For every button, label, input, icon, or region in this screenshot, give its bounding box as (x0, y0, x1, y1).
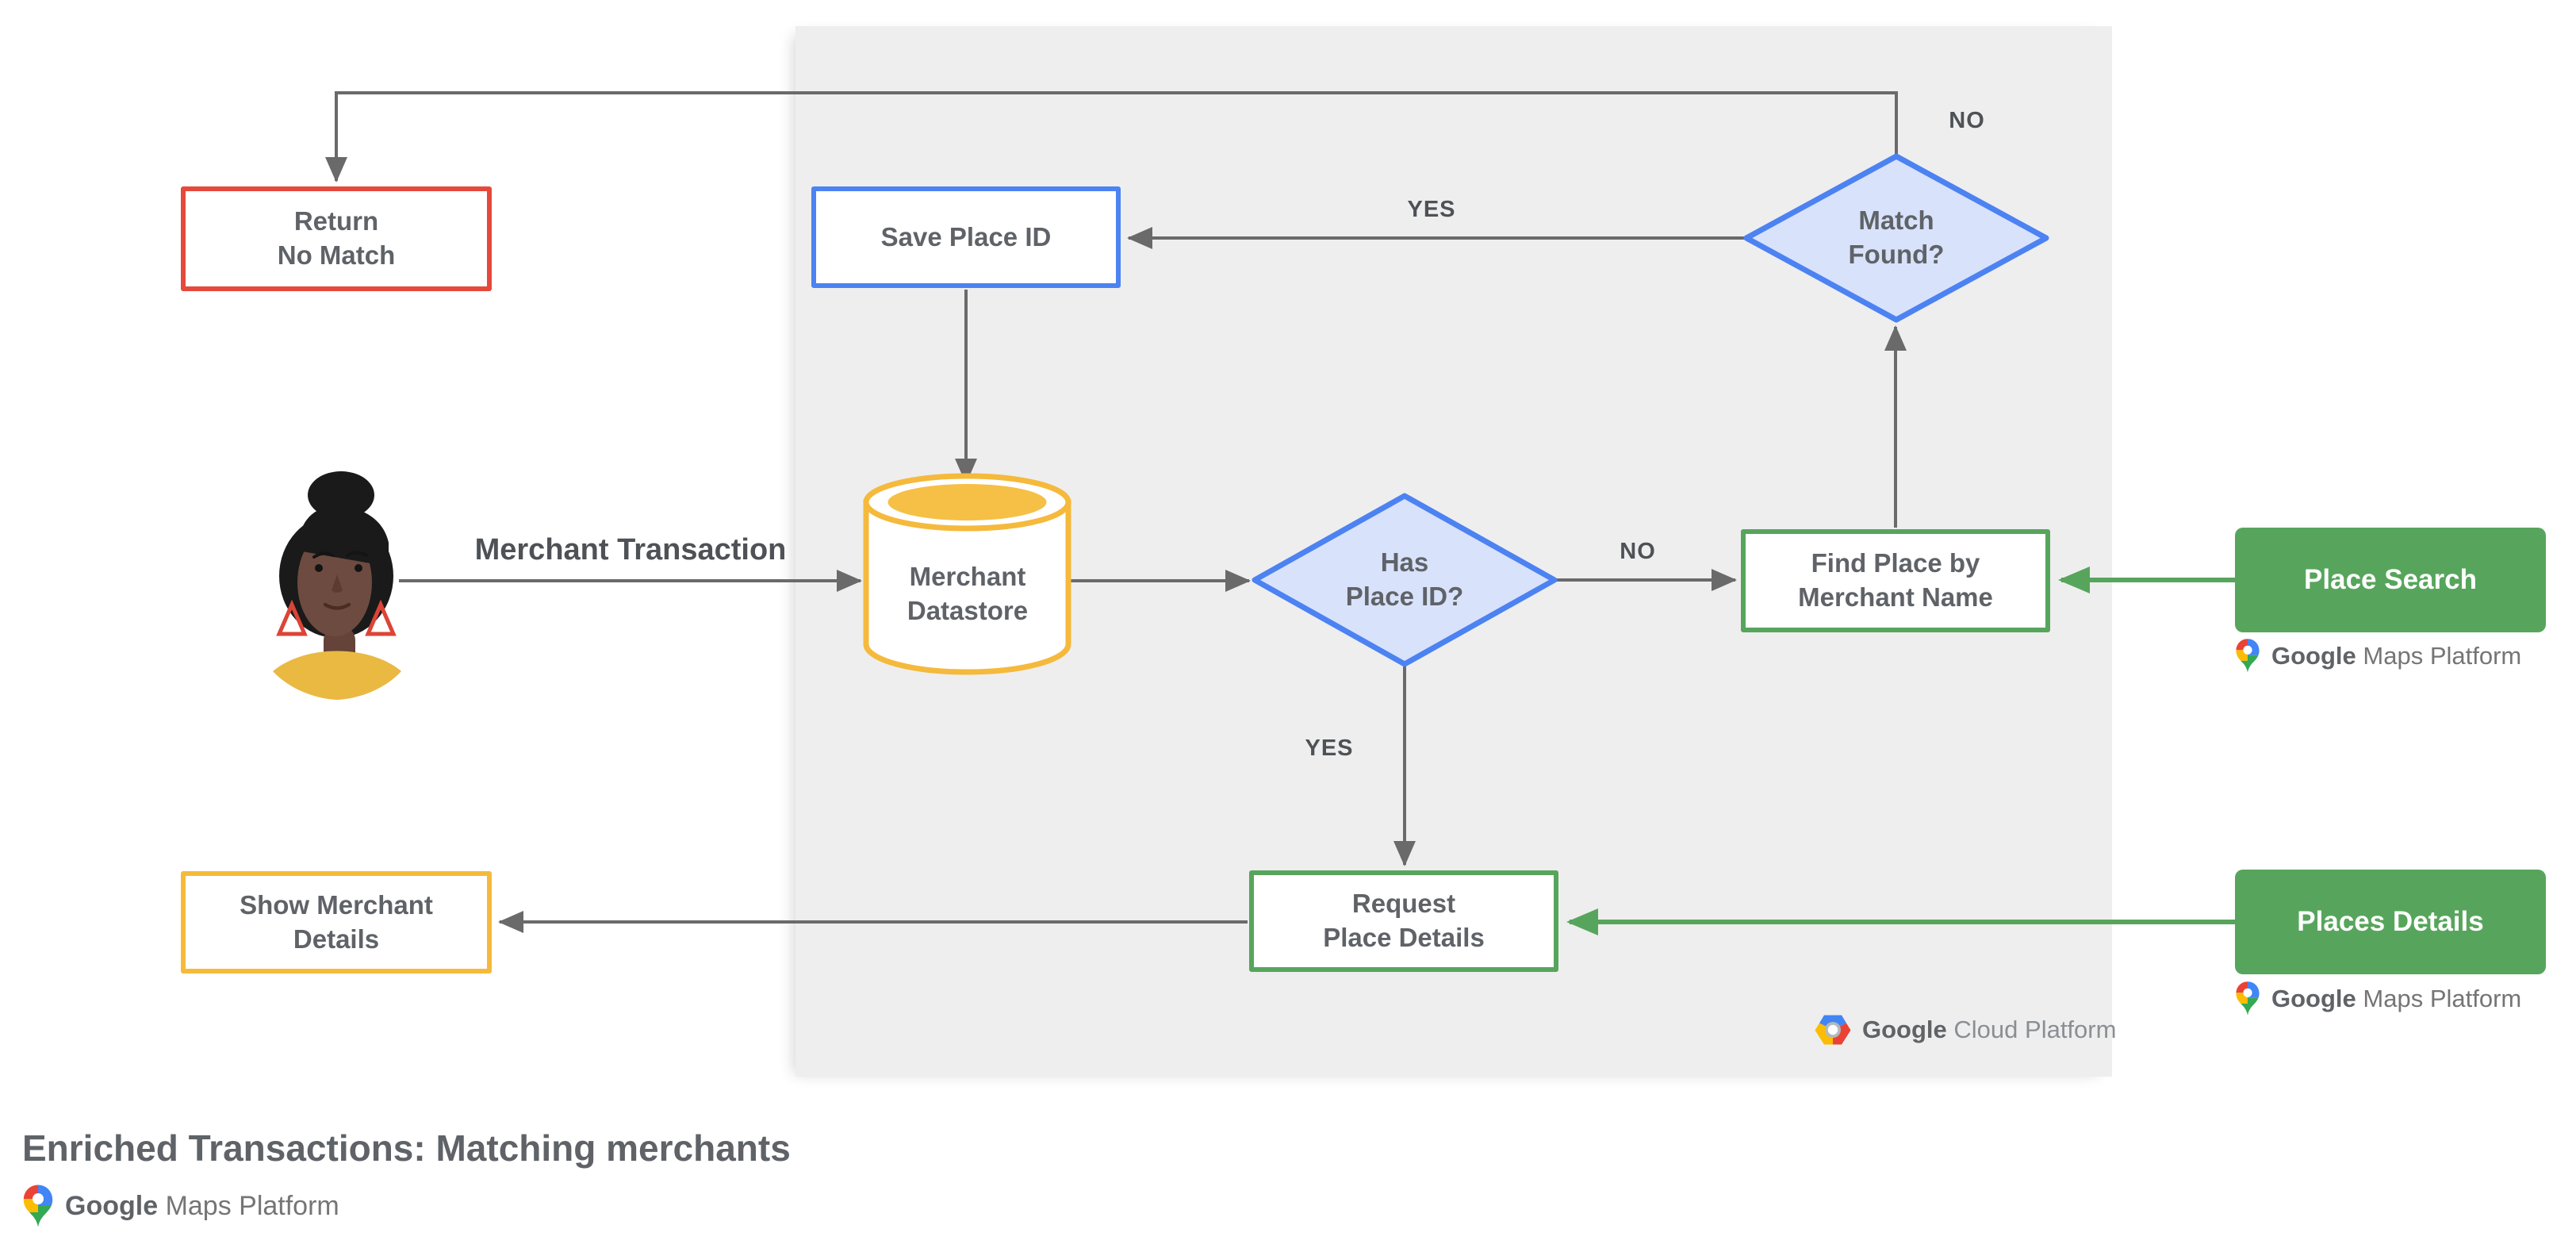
edge-label-yes-top: YES (1407, 197, 1456, 222)
node-label: Return (293, 206, 379, 236)
gmp-logo-place-search: Google Maps Platform (2235, 638, 2521, 674)
edge-label-yes-mid: YES (1305, 735, 1354, 761)
node-place-search-api: Place Search (2235, 528, 2546, 632)
edge-no-to-return (325, 91, 1898, 182)
node-label: Show Merchant (240, 889, 433, 920)
gcp-logo: Google Cloud Platform (1815, 1014, 2116, 1046)
has-place-id-label: Has Place ID? (1345, 547, 1464, 611)
gmp-logo-footer: Google Maps Platform (22, 1184, 339, 1228)
edge-label-no-top: NO (1949, 108, 1985, 133)
node-label: Details (293, 924, 380, 954)
node-places-details-api: Places Details (2235, 870, 2546, 974)
earring-right (365, 599, 397, 636)
node-label: Places Details (2297, 906, 2484, 938)
node-label: Place Details (1323, 923, 1485, 952)
node-label: Request (1351, 889, 1456, 919)
node-has-place-id-diamond (1252, 493, 1558, 667)
google-maps-pin-icon (2235, 638, 2260, 674)
node-show-merchant-details: Show Merchant Details (181, 871, 492, 974)
edge-label-no-mid: NO (1620, 539, 1656, 564)
user-avatar (273, 471, 401, 700)
node-match-found-diamond (1743, 153, 2049, 323)
node-merchant-datastore-cylinder (863, 473, 1071, 675)
google-maps-pin-icon (22, 1184, 54, 1228)
node-return-no-match: Return No Match (181, 186, 492, 291)
node-save-place-id: Save Place ID (811, 186, 1121, 288)
node-label: No Match (277, 240, 396, 270)
node-label: Find Place by (1811, 548, 1980, 578)
node-label: Place Search (2304, 564, 2477, 596)
page-title: Enriched Transactions: Matching merchant… (22, 1127, 791, 1169)
google-cloud-hexagon-icon (1815, 1014, 1851, 1046)
merchant-datastore-label: Merchant Datastore (907, 562, 1029, 625)
node-label: Save Place ID (880, 221, 1052, 252)
google-maps-pin-icon (2235, 981, 2260, 1016)
edge-label-merchant-transaction: Merchant Transaction (474, 533, 787, 566)
node-label: Merchant Name (1798, 582, 1993, 612)
match-found-label: Match Found? (1848, 205, 1945, 269)
node-request-place-details: Request Place Details (1249, 870, 1558, 972)
node-find-place-by-merchant-name: Find Place by Merchant Name (1741, 529, 2050, 632)
earring-left (276, 599, 308, 636)
gmp-logo-places-details: Google Maps Platform (2235, 981, 2521, 1016)
